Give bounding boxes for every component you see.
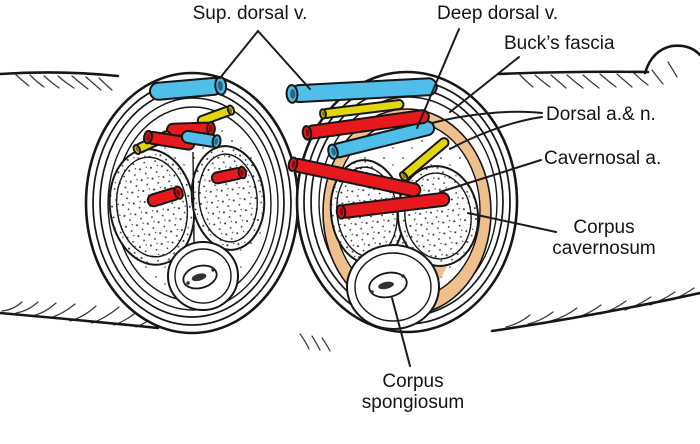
left-cavernosal-artery-left xyxy=(146,185,184,208)
shaft-skin-fold xyxy=(643,44,700,75)
right-cavernosal-artery xyxy=(335,191,451,220)
right-urethra xyxy=(368,271,408,299)
left-urethra xyxy=(182,264,218,290)
label-sup-dorsal-v: Sup. dorsal v. xyxy=(192,3,308,24)
right-dorsal-artery-lower xyxy=(287,156,422,198)
label-corpus-cavernosum: Corpus cavernosum xyxy=(538,217,670,259)
label-dorsal-a-n: Dorsal a.& n. xyxy=(546,104,656,125)
leader-bucks-fascia xyxy=(449,56,520,113)
label-corpus-spongiosum-line1: Corpus xyxy=(382,371,444,392)
leader-dorsal-a-n-2 xyxy=(449,116,543,150)
left-cavernosal-artery-right xyxy=(210,165,248,185)
label-deep-dorsal-v: Deep dorsal v. xyxy=(437,3,559,24)
leader-deep-dorsal-v xyxy=(416,28,460,129)
label-bucks-fascia: Buck’s fascia xyxy=(504,33,615,54)
right-deep-dorsal-vein xyxy=(327,120,436,160)
left-deep-dorsal-vein xyxy=(180,129,222,149)
label-corpus-spongiosum-line2: spongiosum xyxy=(361,392,465,413)
right-cross-section xyxy=(285,70,519,334)
label-corpus-spongiosum: Corpus spongiosum xyxy=(340,371,486,413)
leader-sup-dorsal-v xyxy=(219,29,311,90)
right-dorsal-nerve-inner xyxy=(399,137,450,182)
label-corpus-cavernosum-line2: cavernosum xyxy=(552,238,656,259)
leader-dorsal-a-n-1 xyxy=(431,110,543,124)
right-dorsal-artery-upper xyxy=(301,109,430,141)
label-corpus-cavernosum-line1: Corpus xyxy=(573,217,635,238)
left-superficial-dorsal-vein xyxy=(148,76,228,101)
leader-cavernosal-a xyxy=(439,159,542,193)
leader-lines xyxy=(219,28,557,367)
left-septum-line xyxy=(192,151,195,244)
shaft-hatching xyxy=(1,61,695,352)
right-superficial-dorsal-vein xyxy=(285,77,438,104)
leader-corpus-spongiosum xyxy=(391,297,411,367)
leader-corpus-cavernosum xyxy=(467,212,557,233)
left-dorsal-nerve-right xyxy=(196,104,236,126)
left-corpus-spongiosum xyxy=(167,241,239,311)
label-cavernosal-a: Cavernosal a. xyxy=(544,148,662,169)
left-cross-section xyxy=(84,71,300,335)
right-corpus-spongiosum xyxy=(346,244,440,330)
right-dorsal-nerve xyxy=(319,99,405,120)
